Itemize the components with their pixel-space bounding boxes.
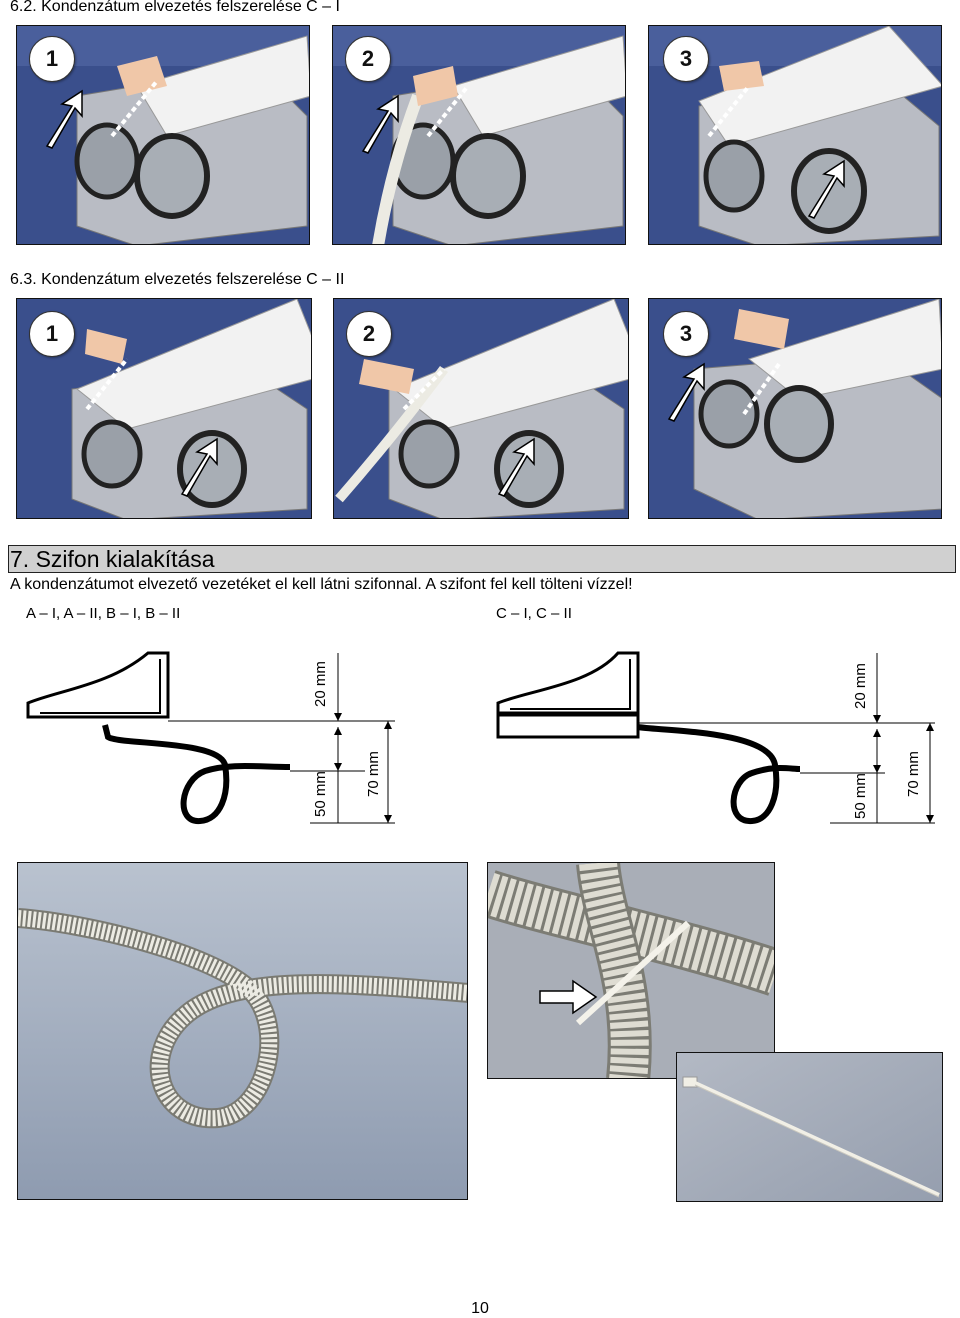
page-number: 10 xyxy=(471,1300,489,1317)
photo-6-3-step-2: 2 xyxy=(333,298,629,519)
photo-6-2-step-1: 1 xyxy=(16,25,310,245)
photo-hose-loop xyxy=(17,862,468,1200)
section-7-title: 7. Szifon kialakítása xyxy=(10,546,215,572)
step-badge-1: 1 xyxy=(29,311,75,357)
dim-total-label: 70 mm xyxy=(905,751,922,797)
siphon-diagram-left: 20 mm 50 mm 70 mm xyxy=(26,651,395,824)
siphon-diagram-right: 20 mm 50 mm 70 mm xyxy=(496,651,935,824)
step-badge-2: 2 xyxy=(346,311,392,357)
dim-mid-label: 50 mm xyxy=(852,773,869,819)
section-6-2-title: 6.2. Kondenzátum elvezetés felszerelése … xyxy=(10,0,340,15)
photo-6-2-step-2: 2 xyxy=(332,25,626,245)
variant-left-label: A – I, A – II, B – I, B – II xyxy=(26,605,181,622)
dim-mid-label: 50 mm xyxy=(312,771,329,817)
dim-top-label: 20 mm xyxy=(852,663,869,709)
photo-6-3-step-3: 3 xyxy=(648,298,942,519)
photo-cable-tie-hose xyxy=(487,862,775,1079)
variant-right-label: C – I, C – II xyxy=(496,605,572,622)
photo-cable-tie xyxy=(676,1052,943,1202)
photo-6-2-step-3: 3 xyxy=(648,25,942,245)
step-badge-1: 1 xyxy=(29,36,75,82)
section-6-3-title: 6.3. Kondenzátum elvezetés felszerelése … xyxy=(10,271,345,288)
step-badge-3: 3 xyxy=(663,311,709,357)
step-badge-2: 2 xyxy=(345,36,391,82)
section-7-bar xyxy=(8,545,956,573)
step-badge-3: 3 xyxy=(663,36,709,82)
section-7-body: A kondenzátumot elvezető vezetéket el ke… xyxy=(10,576,633,593)
dim-top-label: 20 mm xyxy=(312,661,329,707)
photo-6-3-step-1: 1 xyxy=(16,298,312,519)
dim-total-label: 70 mm xyxy=(365,751,382,797)
